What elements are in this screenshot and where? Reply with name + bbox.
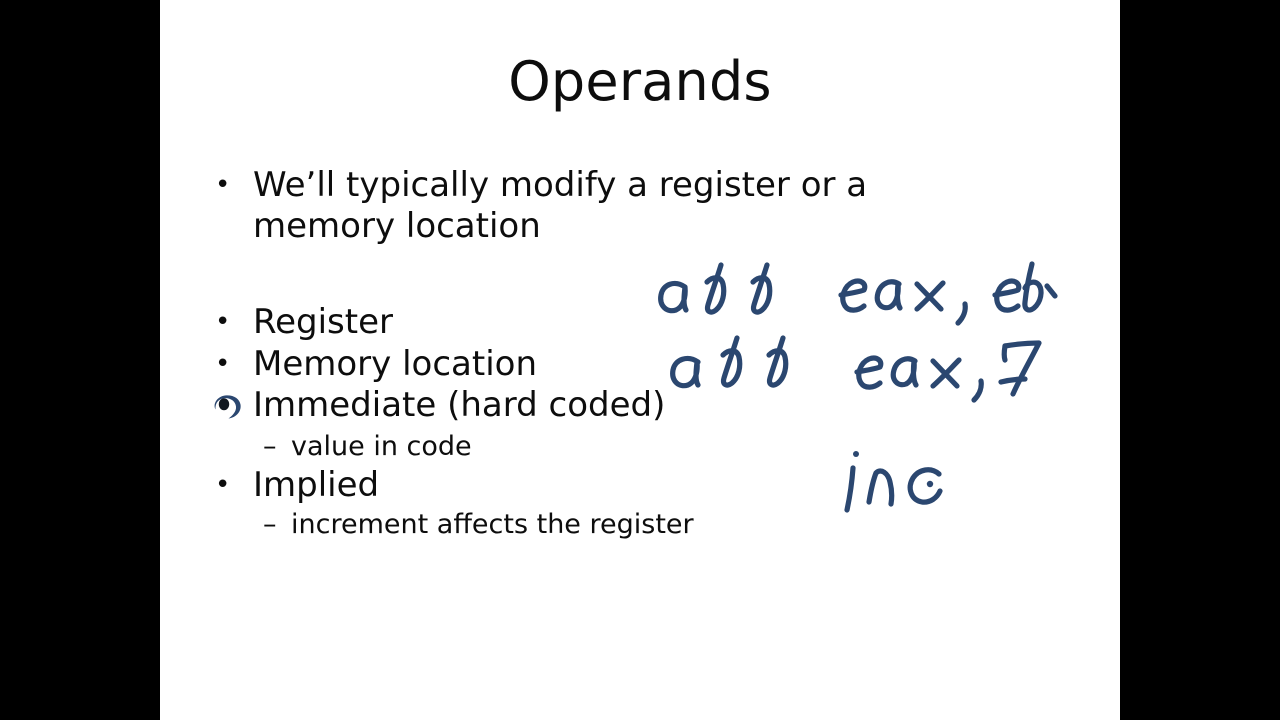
bullet-dot-icon: •: [215, 348, 231, 379]
dash-icon: –: [263, 508, 277, 540]
ink-annotation-add-eax-7: [665, 332, 1045, 404]
list-item: • We’ll typically modify a register or a…: [215, 165, 1015, 248]
ink-annotation-inc: [835, 440, 955, 520]
list-item: • Register: [215, 302, 1015, 344]
page-title: Operands: [508, 50, 772, 113]
sub-list-item: – increment affects the register: [215, 507, 1015, 543]
pen-cursor-glyph: [211, 391, 245, 421]
pen-cursor-icon: [214, 385, 253, 429]
list-item-label: Implied: [253, 465, 380, 506]
list-item-label: Register: [253, 301, 393, 342]
ink-annotation-add-eax-ebx: [655, 261, 1058, 332]
bullet-dot-icon: •: [215, 170, 231, 200]
dash-icon: –: [263, 430, 277, 462]
presentation-slide: Operands • We’ll typically modify a regi…: [160, 0, 1120, 720]
sub-list-item-label: increment affects the register: [291, 508, 694, 540]
list-item-label: We’ll typically modify a register or a m…: [253, 165, 868, 247]
sub-list-item-label: value in code: [291, 430, 472, 462]
list-item-label: Memory location: [253, 343, 537, 384]
bullet-dot-icon: •: [215, 470, 231, 501]
sub-list-item: – value in code: [215, 429, 1015, 465]
list-item: • Implied: [215, 465, 1015, 507]
list-item-label: Immediate (hard coded): [253, 385, 666, 426]
bullet-list: • We’ll typically modify a register or a…: [214, 165, 1015, 543]
list-item: • Memory location: [215, 344, 1015, 386]
list-item: Immediate (hard coded): [214, 385, 1015, 429]
bullet-dot-icon: •: [215, 306, 231, 337]
